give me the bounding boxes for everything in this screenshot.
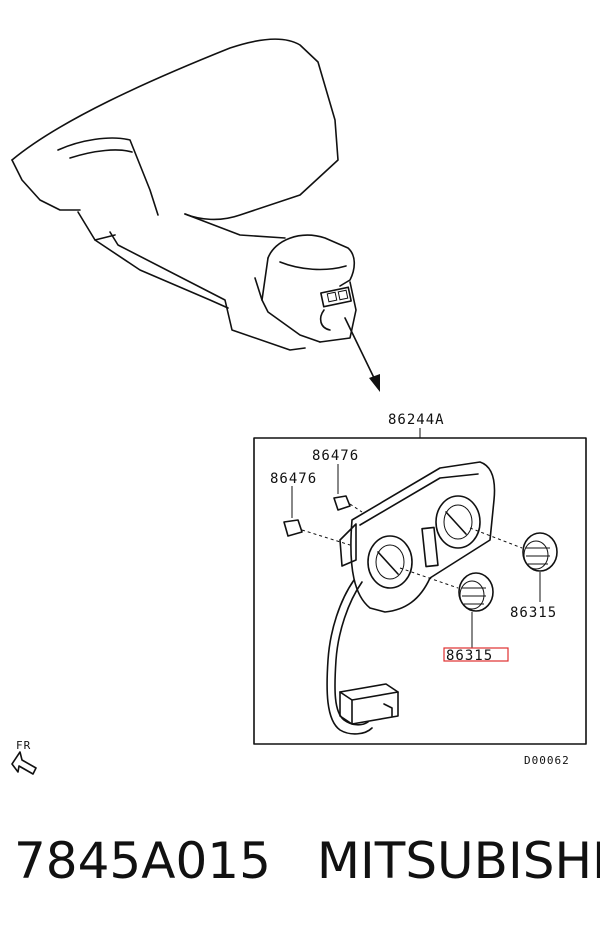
- knob-right-icon: [469, 527, 558, 572]
- assembly-label: 86244A: [388, 412, 445, 428]
- dashboard-illustration: [11, 38, 357, 351]
- front-arrow-icon: [11, 751, 37, 775]
- bulb-lower-icon: [283, 519, 351, 546]
- part-label-knob-right: 86315: [510, 605, 557, 621]
- heater-control-panel: [339, 461, 496, 613]
- detail-frame: [253, 437, 587, 745]
- part-label-bulb-upper: 86476: [312, 448, 359, 464]
- parts-diagram: 86244A 86476 86476: [11, 38, 587, 775]
- wiring-harness: [326, 579, 399, 735]
- drawing-code: D00062: [524, 754, 570, 767]
- part-number: 7845A015: [14, 832, 271, 890]
- direction-label: FR: [16, 739, 31, 752]
- bulb-upper-icon: [333, 495, 363, 513]
- part-label-knob-center-highlighted: 86315: [446, 648, 493, 664]
- brand-name: MITSUBISHI: [316, 832, 600, 890]
- pointer-arrow: [344, 317, 380, 392]
- part-label-bulb-lower: 86476: [270, 471, 317, 487]
- footer: 7845A015 MITSUBISHI: [14, 832, 600, 912]
- knob-center-icon: [399, 567, 494, 612]
- highlight-box: [443, 647, 509, 662]
